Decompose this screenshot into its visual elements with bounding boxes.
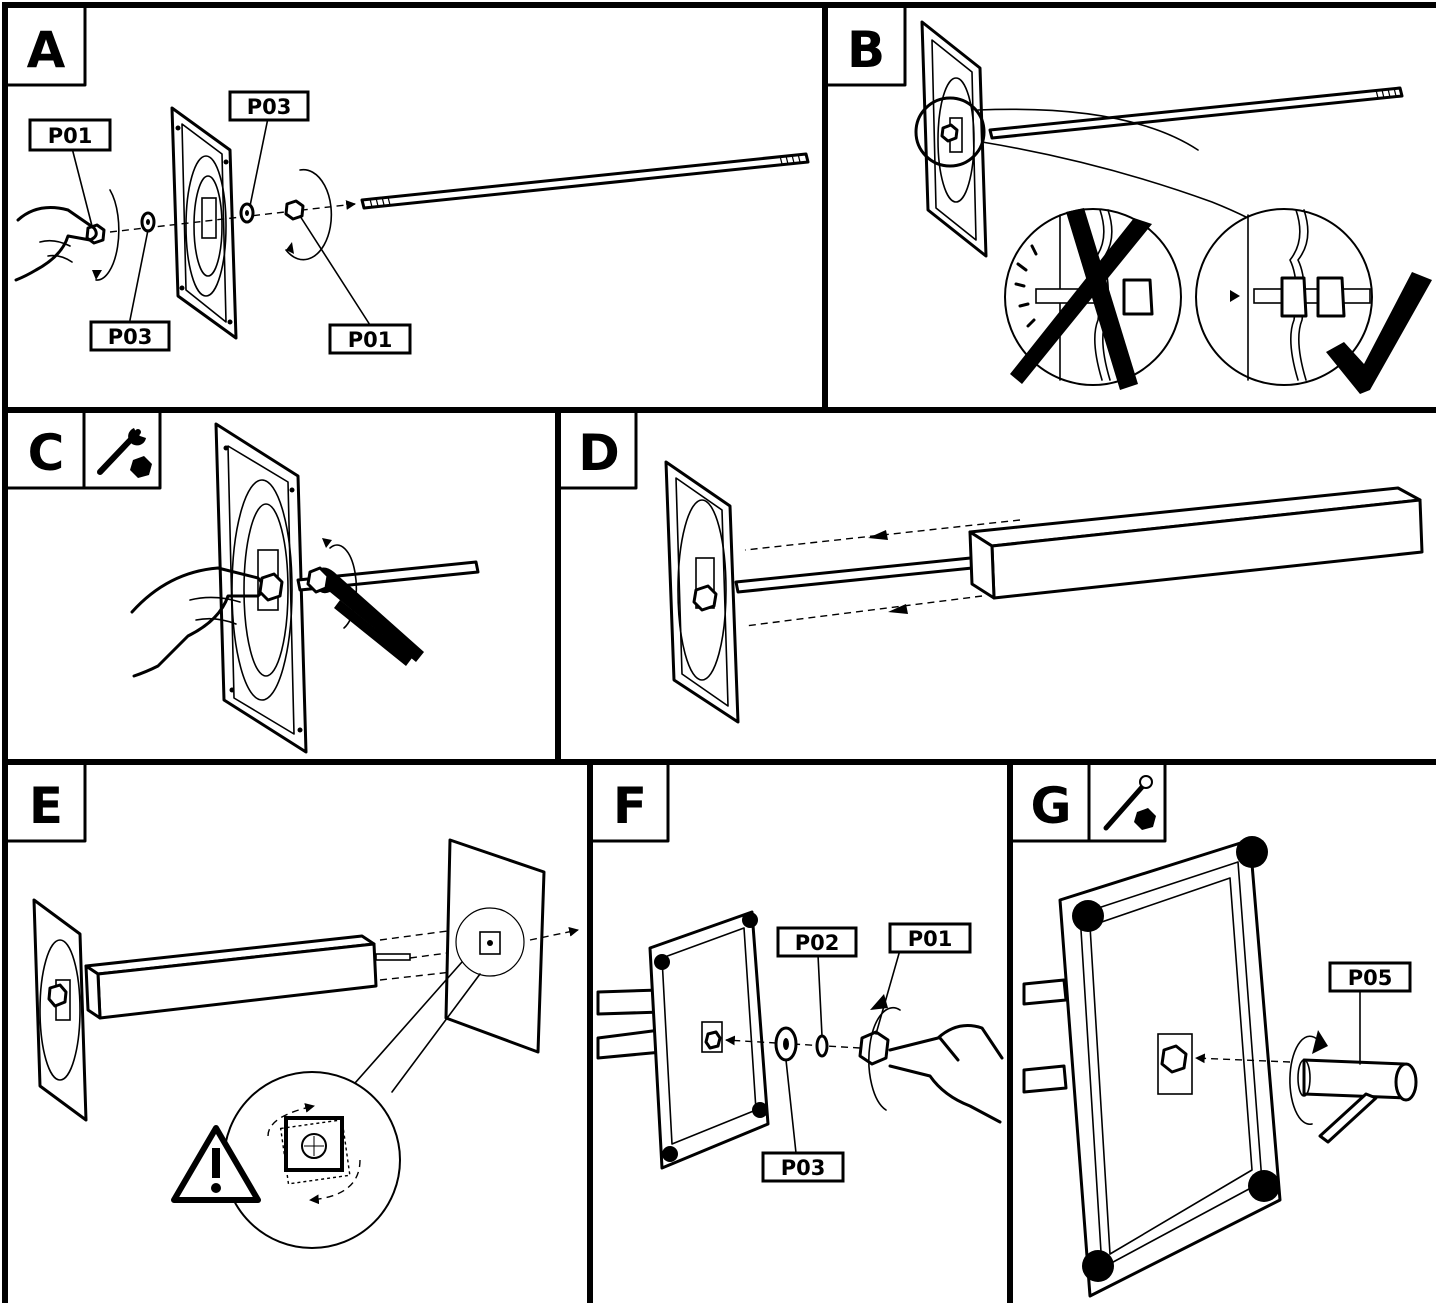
step-label-b: B (826, 6, 907, 87)
part-tag-g-p05: P05 (1328, 961, 1412, 993)
part-tag-text: P03 (781, 1156, 826, 1180)
part-tag-f-p02: P02 (776, 926, 858, 958)
part-tag-a-p01-right: P01 (328, 323, 412, 355)
check-mark-icon (1326, 272, 1432, 394)
wrench-hex-icon (97, 428, 152, 478)
hex-key-icon (1103, 775, 1156, 831)
panel-d-drawing (664, 460, 1424, 724)
panel-f-drawing (596, 910, 1004, 1170)
part-tag-a-p01-left: P01 (28, 118, 112, 152)
step-g-text: G (1030, 777, 1071, 835)
part-tag-text: P03 (247, 95, 292, 119)
panel-c-drawing (130, 422, 480, 754)
step-label-a: A (6, 6, 87, 87)
step-e-text: E (29, 777, 63, 835)
step-label-d: D (559, 411, 638, 490)
step-d-text: D (578, 424, 620, 482)
part-tag-text: P03 (108, 325, 153, 349)
panel-g-drawing (1022, 836, 1418, 1298)
panel-b-drawing (914, 20, 1432, 394)
step-f-text: F (613, 777, 647, 835)
step-label-f: F (591, 763, 670, 843)
part-tag-a-p03-top: P03 (228, 90, 310, 122)
part-tag-text: P05 (1348, 966, 1393, 990)
step-a-text: A (27, 21, 66, 79)
part-tag-text: P01 (348, 328, 393, 352)
panel-e-drawing (32, 838, 579, 1249)
step-b-text: B (847, 21, 885, 79)
cross-mark-icon (1010, 208, 1152, 390)
step-label-c: C (6, 411, 162, 490)
panel-a-drawing (14, 106, 810, 340)
step-label-e: E (6, 763, 87, 843)
part-tag-f-p01: P01 (888, 922, 972, 954)
part-tag-text: P01 (48, 124, 93, 148)
step-label-g: G (1011, 763, 1167, 843)
part-tag-f-p03: P03 (761, 1151, 845, 1183)
warning-icon (171, 1125, 261, 1203)
part-tag-text: P01 (908, 927, 953, 951)
step-c-text: C (28, 424, 65, 482)
part-tag-text: P02 (795, 931, 840, 955)
part-tag-a-p03-bottom: P03 (89, 320, 171, 352)
